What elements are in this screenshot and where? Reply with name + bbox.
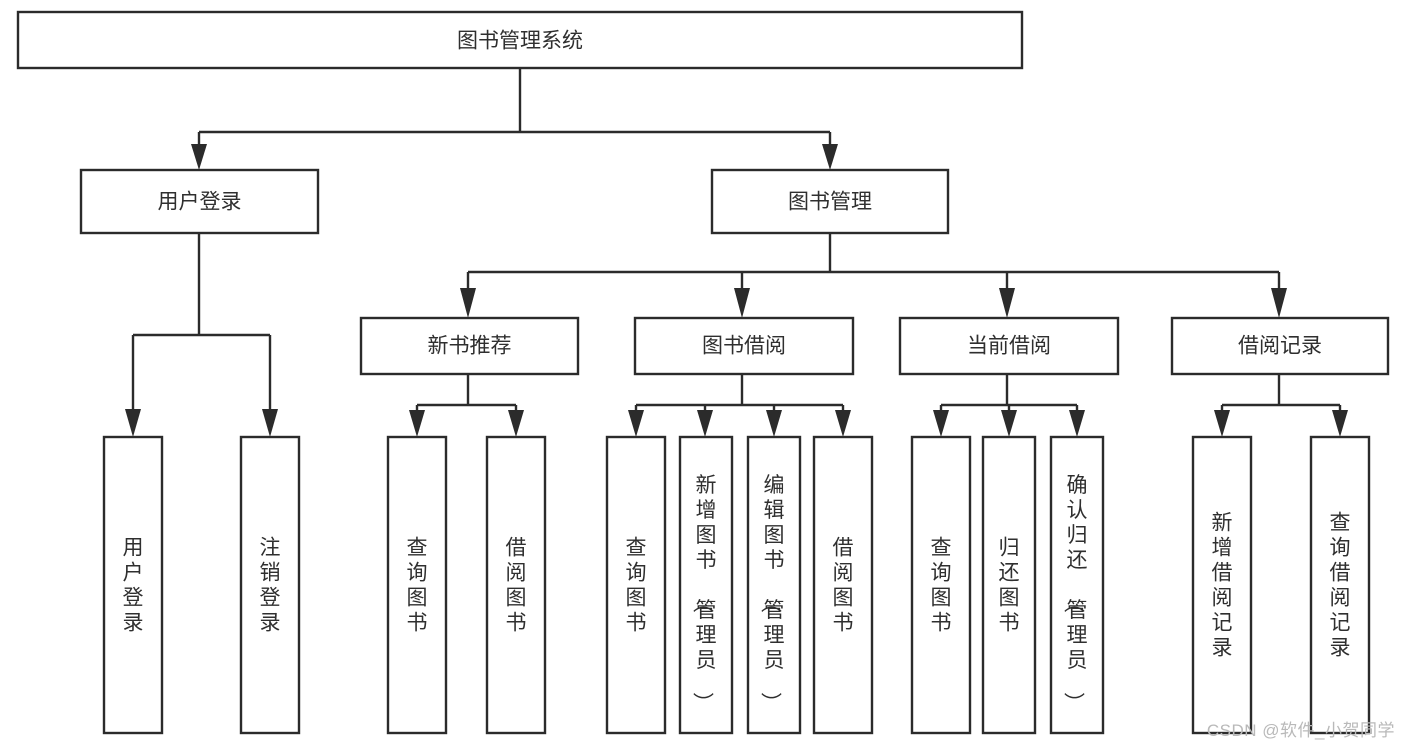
node-current-borrow-box[interactable] (898, 316, 1120, 376)
node-leaf-query-book-2-label: 查询图书 (626, 537, 647, 635)
arrow-leaf-query-book-2 (628, 410, 644, 437)
node-leaf-logout-label: 注销登录 (260, 537, 281, 635)
node-leaf-confirm-return-label: 确认归还（管理员） (1062, 474, 1088, 713)
node-leaf-edit-book-box[interactable] (746, 435, 802, 735)
node-leaf-add-record-box[interactable] (1191, 435, 1253, 735)
arrow-leaf-borrow-book-2 (835, 410, 851, 437)
node-leaf-borrow-book-2[interactable]: 借阅图书 (812, 435, 874, 735)
node-leaf-user-login[interactable]: 用户登录 (102, 435, 164, 735)
arrow-leaf-query-book-1 (409, 410, 425, 437)
arrow-leaf-edit-book (766, 410, 782, 437)
arrow-leaf-query-record (1332, 410, 1348, 437)
node-leaf-user-login-box[interactable] (102, 435, 164, 735)
node-current-borrow-label: 当前借阅 (967, 335, 1051, 358)
arrow-to-book-borrow (734, 288, 750, 318)
node-user-login-label: 用户登录 (158, 191, 242, 214)
arrow-leaf-query-book-3 (933, 410, 949, 437)
node-leaf-edit-book-label: 编辑图书（管理员） (759, 474, 785, 713)
node-root-box[interactable] (16, 10, 1024, 70)
node-leaf-confirm-return[interactable]: 确认归还（管理员） (1049, 435, 1105, 735)
node-current-borrow[interactable]: 当前借阅 (898, 316, 1120, 376)
node-leaf-return-book-label: 归还图书 (999, 537, 1020, 635)
node-book-borrow-box[interactable] (633, 316, 855, 376)
node-leaf-query-book-2-box[interactable] (605, 435, 667, 735)
node-leaf-borrow-book-1-box[interactable] (485, 435, 547, 735)
arrow-to-book-manage (822, 144, 838, 170)
node-leaf-query-book-3[interactable]: 查询图书 (910, 435, 972, 735)
arrow-to-user-login (191, 144, 207, 170)
arrow-to-current-borrow (999, 288, 1015, 318)
node-new-book-recommend-box[interactable] (359, 316, 580, 376)
node-leaf-borrow-book-1-label: 借阅图书 (506, 537, 527, 635)
node-book-manage-box[interactable] (710, 168, 950, 235)
arrow-leaf-add-book (697, 410, 713, 437)
node-leaf-return-book-box[interactable] (981, 435, 1037, 735)
node-book-borrow-label: 图书借阅 (702, 335, 786, 358)
node-leaf-add-book[interactable]: 新增图书（管理员） (678, 435, 734, 735)
node-leaf-edit-book[interactable]: 编辑图书（管理员） (746, 435, 802, 735)
node-user-login-box[interactable] (79, 168, 320, 235)
node-user-login[interactable]: 用户登录 (79, 168, 320, 235)
node-leaf-add-book-box[interactable] (678, 435, 734, 735)
arrow-leaf-borrow-book-1 (508, 410, 524, 437)
node-new-book-recommend[interactable]: 新书推荐 (359, 316, 580, 376)
node-leaf-logout-box[interactable] (239, 435, 301, 735)
node-leaf-query-record-label: 查询借阅记录 (1330, 512, 1351, 660)
node-borrow-record-box[interactable] (1170, 316, 1390, 376)
node-book-manage-label: 图书管理 (788, 191, 872, 214)
node-leaf-query-record-box[interactable] (1309, 435, 1371, 735)
node-book-borrow[interactable]: 图书借阅 (633, 316, 855, 376)
arrow-to-new-book-recommend (460, 288, 476, 318)
connector-layer (125, 68, 1348, 437)
arrow-leaf-user-login (125, 409, 141, 437)
node-leaf-query-book-3-box[interactable] (910, 435, 972, 735)
node-leaf-confirm-return-box[interactable] (1049, 435, 1105, 735)
node-leaf-borrow-book-2-box[interactable] (812, 435, 874, 735)
arrow-leaf-logout (262, 409, 278, 437)
node-borrow-record-label: 借阅记录 (1238, 335, 1322, 358)
node-leaf-logout[interactable]: 注销登录 (239, 435, 301, 735)
node-leaf-return-book[interactable]: 归还图书 (981, 435, 1037, 735)
arrow-to-borrow-record (1271, 288, 1287, 318)
node-leaf-add-record-label: 新增借阅记录 (1212, 512, 1233, 660)
node-root-label: 图书管理系统 (457, 30, 583, 53)
node-leaf-borrow-book-2-label: 借阅图书 (833, 537, 854, 635)
node-leaf-query-record[interactable]: 查询借阅记录 (1309, 435, 1371, 735)
node-leaf-add-record[interactable]: 新增借阅记录 (1191, 435, 1253, 735)
node-new-book-recommend-label: 新书推荐 (428, 335, 512, 358)
arrow-leaf-confirm-return (1069, 410, 1085, 437)
node-leaf-user-login-label: 用户登录 (123, 537, 144, 635)
node-leaf-query-book-1-box[interactable] (386, 435, 448, 735)
node-leaf-query-book-3-label: 查询图书 (931, 537, 952, 635)
node-borrow-record[interactable]: 借阅记录 (1170, 316, 1390, 376)
csdn-watermark: CSDN @软件_小贺同学 (1206, 721, 1395, 740)
node-leaf-query-book-1-label: 查询图书 (407, 537, 428, 635)
node-leaf-borrow-book-1[interactable]: 借阅图书 (485, 435, 547, 735)
node-leaf-query-book-1[interactable]: 查询图书 (386, 435, 448, 735)
arrow-leaf-add-record (1214, 410, 1230, 437)
node-leaf-query-book-2[interactable]: 查询图书 (605, 435, 667, 735)
node-root[interactable]: 图书管理系统 (16, 10, 1024, 70)
node-book-manage[interactable]: 图书管理 (710, 168, 950, 235)
node-leaf-add-book-label: 新增图书（管理员） (691, 474, 717, 713)
arrow-leaf-return-book (1001, 410, 1017, 437)
